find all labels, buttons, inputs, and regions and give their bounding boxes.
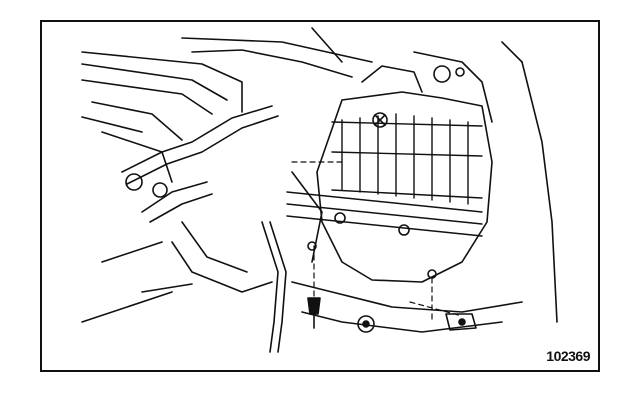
control-cable bbox=[261, 171, 323, 353]
figure-number: 102369 bbox=[544, 348, 592, 364]
clip-fastener bbox=[445, 313, 477, 331]
screw-fastener bbox=[307, 297, 321, 329]
heater-pipes bbox=[81, 105, 279, 323]
dashboard-outline bbox=[81, 27, 373, 183]
technical-line-drawing bbox=[81, 27, 558, 353]
diagram-frame: 102369 bbox=[40, 20, 600, 372]
removed-fasteners bbox=[307, 297, 477, 333]
heater-unit-housing bbox=[291, 41, 558, 333]
nut-fastener bbox=[357, 315, 375, 333]
vent-grille bbox=[286, 113, 483, 237]
